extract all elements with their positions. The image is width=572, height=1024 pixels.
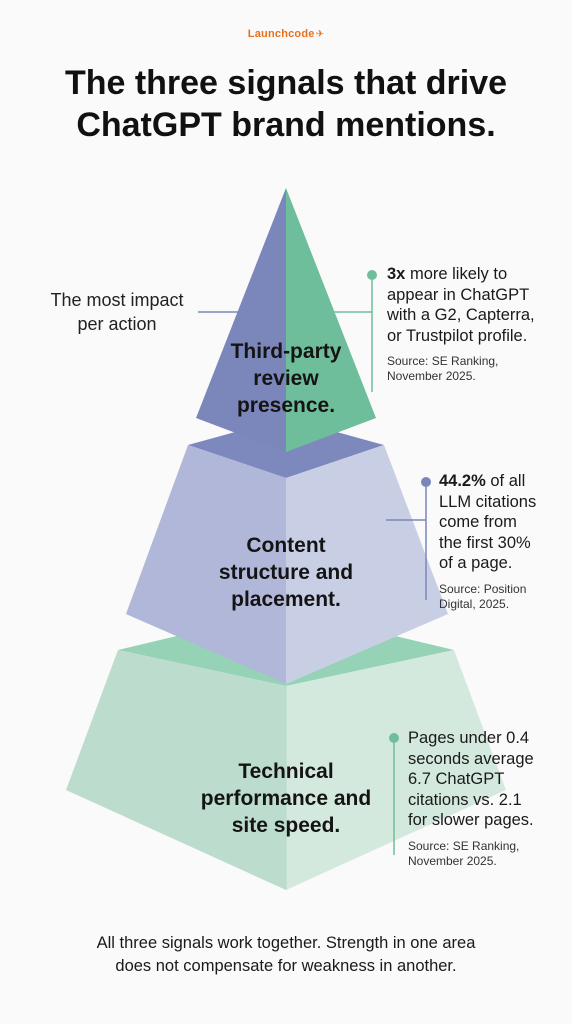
top-callout-fact-line-4: or Trustpilot profile. bbox=[387, 326, 528, 345]
tier-bottom-left-face bbox=[66, 650, 286, 890]
tier-top bbox=[196, 188, 376, 452]
tier-top-label-line-2: review bbox=[253, 367, 319, 390]
page-title-line-2: ChatGPT brand mentions. bbox=[76, 106, 496, 144]
middle-callout-source-line-1: Source: Position bbox=[439, 581, 527, 596]
tier-top-left-face bbox=[196, 188, 286, 452]
tier-top-label-line-1: Third-party bbox=[230, 340, 342, 363]
top-callout-fact-line-2: appear in ChatGPT bbox=[387, 285, 530, 304]
top-callout: 3x more likely to appear in ChatGPT with… bbox=[387, 264, 567, 384]
top-callout-fact-line-1: more likely to bbox=[405, 265, 508, 283]
middle-callout-dot bbox=[421, 477, 431, 487]
bottom-callout-source: Source: SE Ranking, November 2025. bbox=[408, 839, 568, 869]
tier-bottom-label-line-2: performance and bbox=[200, 787, 372, 810]
bottom-callout: Pages under 0.4 seconds average 6.7 Chat… bbox=[408, 728, 568, 869]
tier-middle-label-line-1: Content bbox=[246, 534, 326, 557]
tier-top-label: Third-party review presence. bbox=[196, 338, 376, 419]
tier-bottom-label-line-1: Technical bbox=[238, 760, 334, 783]
page-title: The three signals that drive ChatGPT bra… bbox=[20, 62, 552, 146]
tier-top-right-face bbox=[286, 188, 376, 452]
bottom-callout-fact-line-1: Pages under 0.4 bbox=[408, 729, 530, 747]
middle-callout-fact-line-1: of all bbox=[485, 472, 526, 490]
middle-callout-source-line-2: Digital, 2025. bbox=[439, 596, 510, 611]
middle-callout-fact-line-5: of a page. bbox=[439, 554, 513, 572]
footer-note-line-1: All three signals work together. Strengt… bbox=[96, 934, 476, 952]
tier-bottom-right-face bbox=[286, 650, 506, 890]
middle-callout: 44.2% of all LLM citations come from the… bbox=[439, 471, 569, 612]
footer-note-line-2: does not compensate for weakness in anot… bbox=[115, 957, 457, 975]
top-callout-stat: 3x bbox=[387, 265, 406, 283]
brand-name: Launchcode bbox=[247, 28, 315, 40]
bottom-callout-fact-line-2: seconds average bbox=[408, 749, 534, 768]
bottom-callout-fact-line-3: 6.7 ChatGPT bbox=[408, 770, 505, 788]
footer-note: All three signals work together. Strengt… bbox=[20, 932, 552, 978]
page-title-line-1: The three signals that drive bbox=[64, 64, 508, 102]
impact-note-line-2: per action bbox=[77, 314, 157, 334]
tier-middle-label-line-3: placement. bbox=[231, 588, 341, 611]
middle-callout-source: Source: Position Digital, 2025. bbox=[439, 582, 569, 612]
middle-callout-fact-line-3: come from bbox=[439, 513, 517, 531]
middle-callout-fact: 44.2% of all LLM citations come from the… bbox=[439, 471, 569, 574]
tier-bottom-label: Technical performance and site speed. bbox=[176, 758, 396, 839]
tier-middle-right-face bbox=[286, 445, 448, 684]
top-callout-source: Source: SE Ranking, November 2025. bbox=[387, 354, 567, 384]
impact-note: The most impact per action bbox=[22, 288, 212, 336]
tier-middle-label-line-2: structure and bbox=[218, 561, 354, 584]
tier-bottom bbox=[66, 610, 506, 890]
brand-logo: Launchcode✈ bbox=[0, 28, 572, 40]
tier-top-label-line-3: presence. bbox=[236, 394, 336, 417]
middle-callout-fact-line-4: the first 30% bbox=[439, 533, 531, 552]
bottom-callout-fact-line-4: citations vs. 2.1 bbox=[408, 790, 522, 809]
middle-callout-stat: 44.2% bbox=[439, 472, 486, 490]
top-callout-source-line-2: November 2025. bbox=[387, 369, 476, 383]
bottom-callout-source-line-2: November 2025. bbox=[408, 853, 497, 868]
bottom-callout-dot bbox=[389, 733, 399, 743]
bottom-callout-fact: Pages under 0.4 seconds average 6.7 Chat… bbox=[408, 728, 568, 831]
bottom-callout-source-line-1: Source: SE Ranking, bbox=[408, 838, 520, 853]
plane-icon: ✈ bbox=[315, 29, 325, 40]
top-callout-fact-line-3: with a G2, Capterra, bbox=[387, 306, 535, 324]
top-callout-fact: 3x more likely to appear in ChatGPT with… bbox=[387, 264, 567, 346]
top-callout-dot bbox=[367, 270, 377, 280]
tier-bottom-label-line-3: site speed. bbox=[231, 814, 341, 837]
impact-note-line-1: The most impact bbox=[50, 290, 184, 310]
bottom-callout-fact-line-5: for slower pages. bbox=[408, 811, 534, 829]
tier-middle-left-face bbox=[126, 445, 286, 684]
tier-middle-label: Content structure and placement. bbox=[186, 532, 386, 613]
top-callout-source-line-1: Source: SE Ranking, bbox=[387, 354, 499, 368]
middle-callout-fact-line-2: LLM citations bbox=[439, 492, 537, 511]
